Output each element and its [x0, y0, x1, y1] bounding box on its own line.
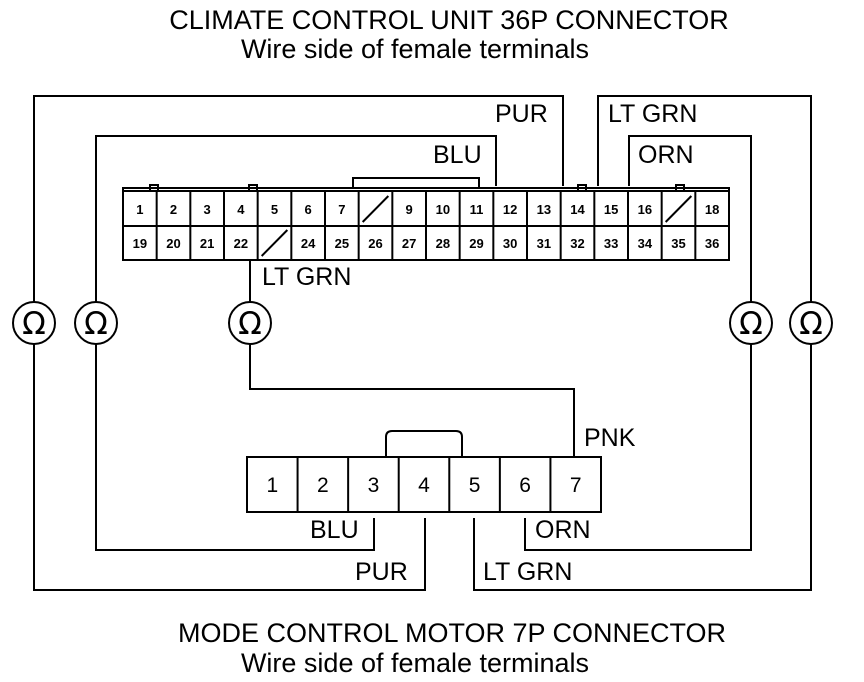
pin-number: 1 [136, 202, 143, 217]
connector-7p: 1 2 3 4 5 6 7 [246, 430, 602, 513]
pin-number: 27 [402, 236, 416, 251]
pin-number: 16 [638, 202, 652, 217]
pin-number: 3 [368, 474, 380, 497]
pin-number: 32 [570, 236, 584, 251]
wire-label-ltgrn: LT GRN [483, 558, 572, 586]
pin-number: 11 [470, 202, 484, 217]
pin-number: 2 [317, 474, 329, 497]
wire-ltgrn-pnk [249, 258, 575, 457]
ohm-meter-icon: Ω [228, 301, 272, 345]
wires [33, 95, 812, 591]
pin-number: 12 [503, 202, 517, 217]
pin-number: 5 [469, 474, 481, 497]
empty-cavity-slash [664, 195, 693, 223]
latch [352, 177, 480, 188]
svg-text:Ω: Ω [799, 306, 823, 342]
pin-number: 7 [570, 474, 582, 497]
pin-number: 20 [166, 236, 180, 251]
wire-label-orn: ORN [638, 141, 694, 169]
wire-label-blu: BLU [433, 141, 482, 169]
pin-number: 6 [305, 202, 312, 217]
pin-number: 19 [133, 236, 147, 251]
latch [385, 430, 463, 457]
pin-number: 4 [237, 202, 245, 217]
bottom-connector-subtitle: Wire side of female terminals [241, 648, 589, 678]
pin-number: 18 [705, 202, 719, 217]
pin-number: 9 [406, 202, 413, 217]
pin-number: 35 [671, 236, 685, 251]
empty-cavity-slash [260, 229, 289, 257]
ohm-meter-icon: Ω [74, 301, 118, 345]
wire-label-ltgrn: LT GRN [608, 100, 697, 128]
svg-text:Ω: Ω [84, 306, 108, 342]
svg-text:Ω: Ω [22, 306, 46, 342]
pin-number: 6 [519, 474, 531, 497]
pin-number: 33 [604, 236, 618, 251]
ohm-meter-icon: Ω [729, 301, 773, 345]
wire-label-pur: PUR [355, 558, 408, 586]
wire-ltgrn [473, 95, 812, 591]
wire-label-ltgrn: LT GRN [262, 263, 351, 291]
pin-number: 15 [604, 202, 618, 217]
empty-cavity-slash [361, 195, 390, 223]
pin-number: 10 [436, 202, 450, 217]
wire-label-pnk: PNK [584, 424, 636, 452]
svg-text:Ω: Ω [739, 306, 763, 342]
pin-number: 3 [204, 202, 211, 217]
housing-top [122, 187, 730, 226]
ohm-meter-icon: Ω [12, 301, 56, 345]
top-connector-title: CLIMATE CONTROL UNIT 36P CONNECTOR [169, 5, 729, 35]
pin-number: 31 [537, 236, 551, 251]
pin-number: 34 [638, 236, 653, 251]
pin-number: 5 [271, 202, 278, 217]
pin-number: 24 [301, 236, 316, 251]
pin-number: 30 [503, 236, 517, 251]
pin-number: 4 [418, 474, 430, 497]
pin-number: 29 [469, 236, 483, 251]
pin-number: 22 [234, 236, 248, 251]
pin-number: 13 [537, 202, 551, 217]
pin-number: 25 [335, 236, 349, 251]
wire-label-pur: PUR [495, 100, 548, 128]
pin-number: 1 [266, 474, 278, 497]
pin-number: 7 [338, 202, 345, 217]
wire-labels: PUR LT GRN BLU ORN LT GRN PNK BLU ORN PU… [262, 100, 697, 586]
ohm-meter-icon: Ω [789, 301, 833, 345]
pin-number: 21 [200, 236, 214, 251]
pin-number: 26 [368, 236, 382, 251]
pin-number: 2 [170, 202, 177, 217]
svg-text:Ω: Ω [238, 306, 262, 342]
wire-pur [33, 95, 564, 591]
ohmmeters: Ω Ω Ω Ω Ω [12, 301, 833, 345]
pin-number: 36 [705, 236, 719, 251]
wire-label-blu: BLU [310, 516, 359, 544]
top-connector-subtitle: Wire side of female terminals [241, 34, 589, 64]
pin-number: 14 [570, 202, 585, 217]
pin-number: 28 [436, 236, 450, 251]
bottom-connector-title: MODE CONTROL MOTOR 7P CONNECTOR [178, 618, 726, 648]
wire-label-orn: ORN [535, 516, 591, 544]
